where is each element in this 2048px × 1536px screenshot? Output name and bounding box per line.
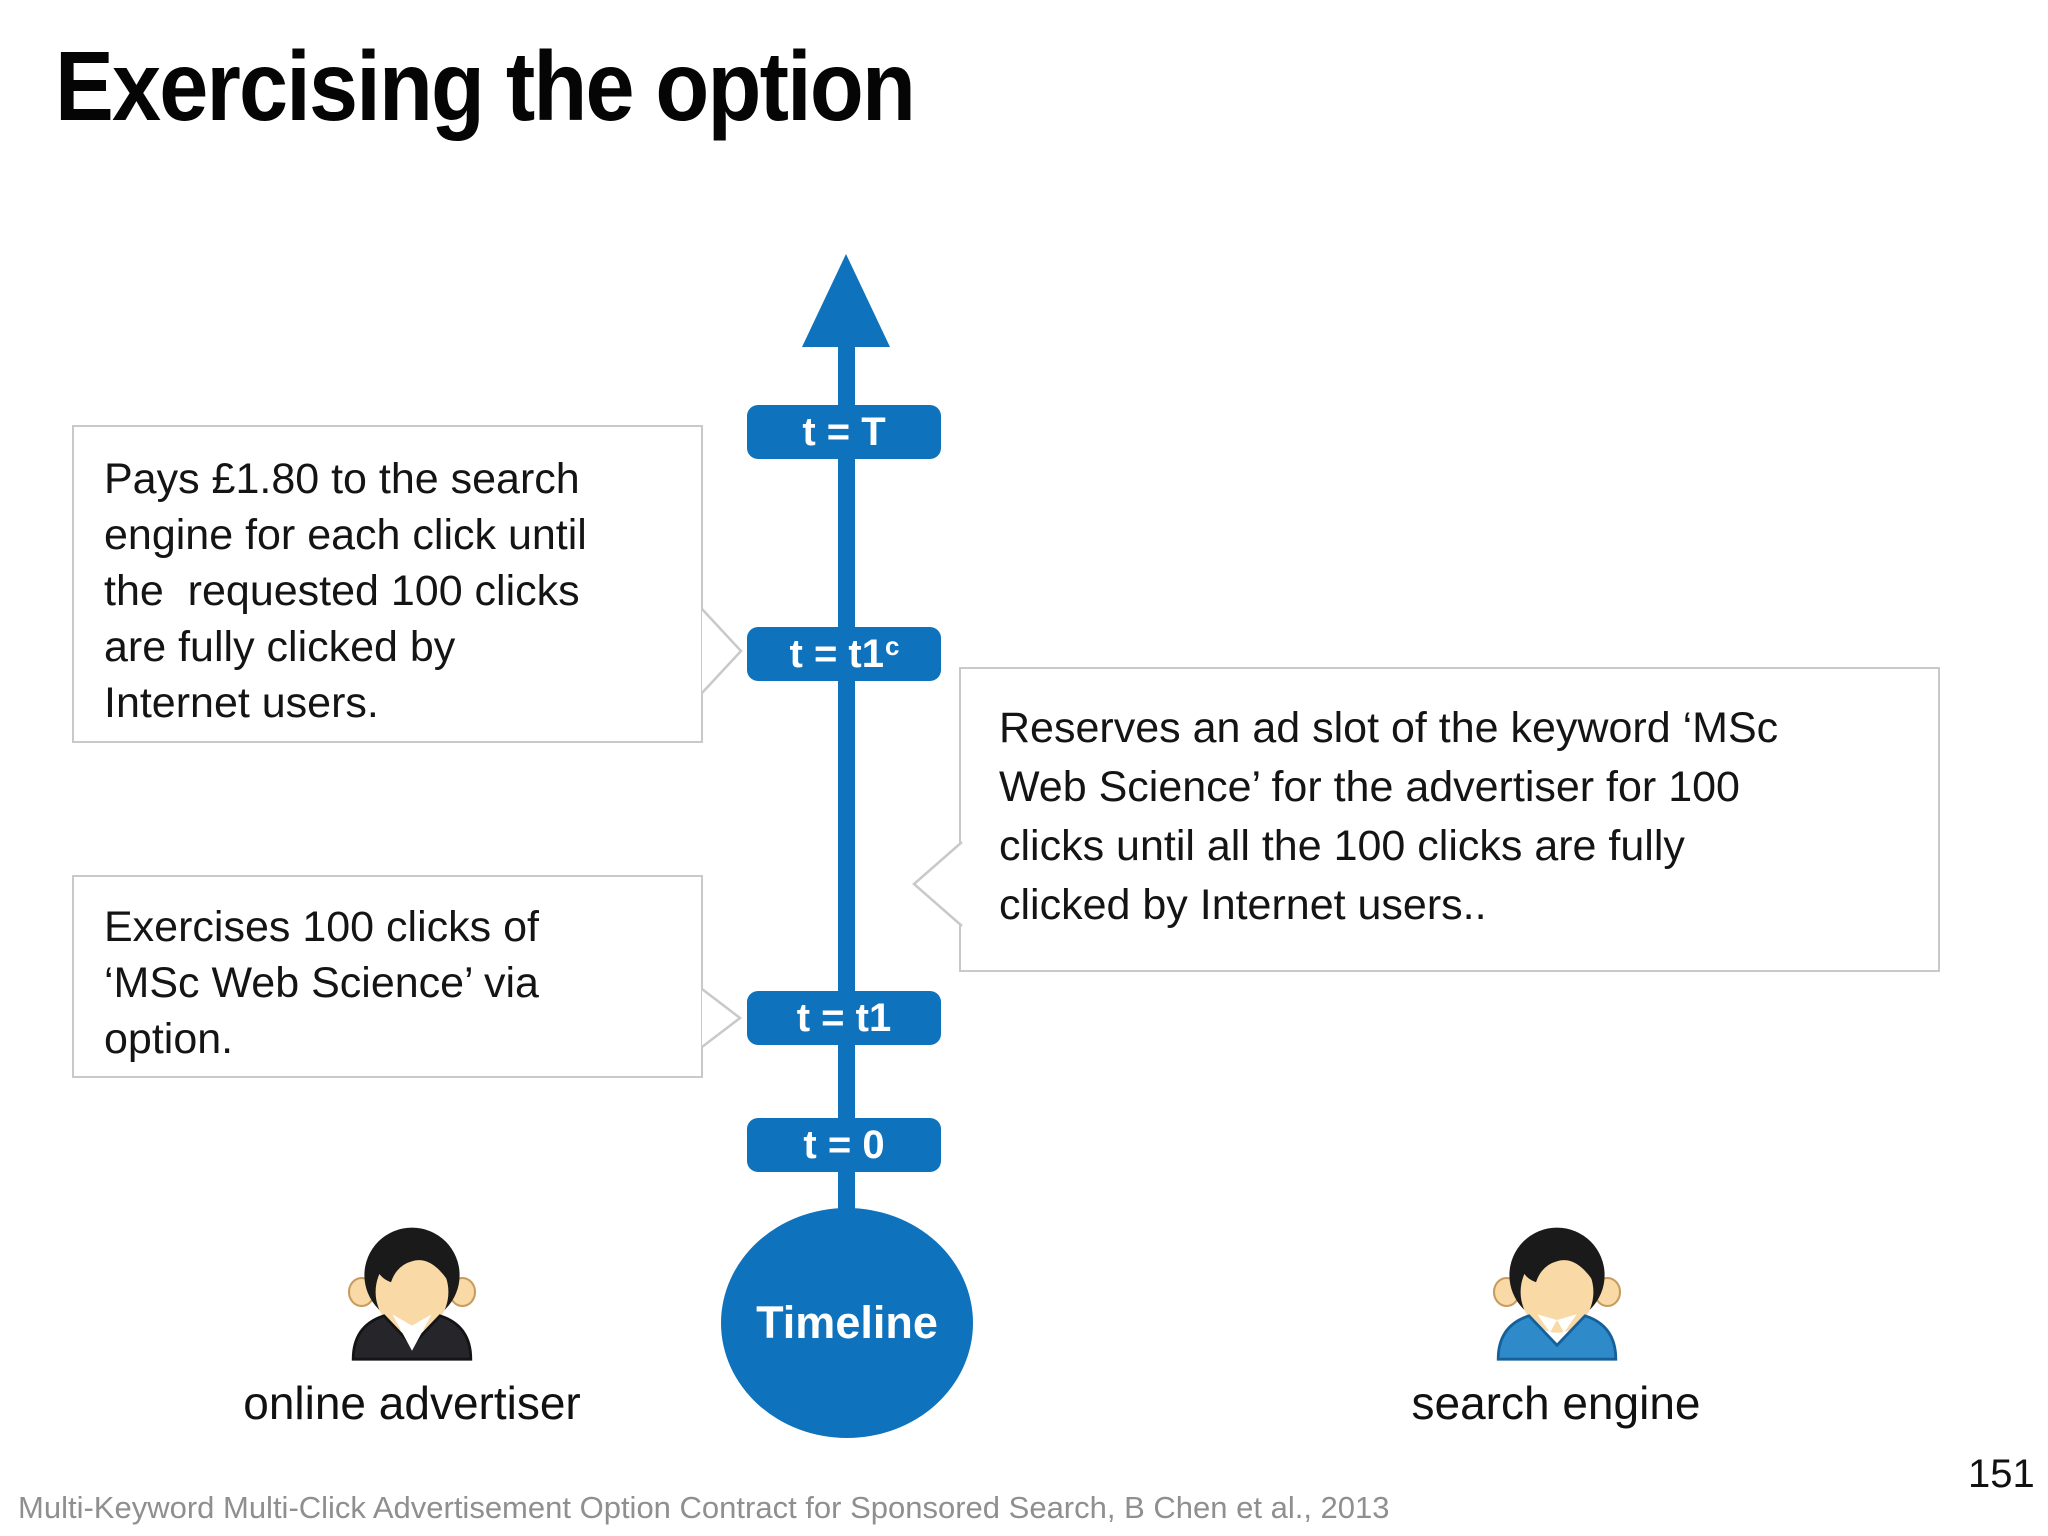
- callout-pays-box: Pays £1.80 to the search engine for each…: [72, 425, 703, 743]
- search-engine-label: search engine: [1411, 1377, 1701, 1429]
- timeline-arrow-icon: [802, 254, 890, 347]
- page-title: Exercising the option: [55, 31, 916, 141]
- person-blue-shirt-icon: [1492, 1227, 1622, 1361]
- timeline-label-t0: t = 0: [747, 1118, 941, 1172]
- callout-exercises-box: Exercises 100 clicks of ‘MSc Web Science…: [72, 875, 703, 1078]
- timeline-label-text: t = t1: [789, 632, 884, 676]
- timeline-label-sup: c: [885, 631, 900, 661]
- page-number: 151: [1968, 1452, 2035, 1496]
- timeline-label-text: t = T: [802, 410, 886, 454]
- timeline-label-text: t = t1: [796, 996, 892, 1040]
- person-dark-suit-icon: [347, 1227, 477, 1361]
- footer-citation: Multi-Keyword Multi-Click Advertisement …: [18, 1490, 1390, 1525]
- advertiser-label: online advertiser: [243, 1377, 581, 1429]
- timeline-origin-circle: Timeline: [721, 1208, 973, 1438]
- timeline-label-tt1: t = t1: [747, 991, 941, 1045]
- callout-reserves-box: Reserves an ad slot of the keyword ‘MSc …: [959, 667, 1940, 972]
- callout-pointer-left-icon: [912, 841, 963, 927]
- timeline-label-text: t = 0: [803, 1123, 885, 1167]
- timeline-shaft: [838, 330, 855, 1215]
- callout-pointer-right-icon: [701, 988, 743, 1048]
- timeline-label-tT: t = T: [747, 405, 941, 459]
- callout-pointer-right-icon: [701, 608, 743, 694]
- timeline-circle-label: Timeline: [756, 1297, 938, 1348]
